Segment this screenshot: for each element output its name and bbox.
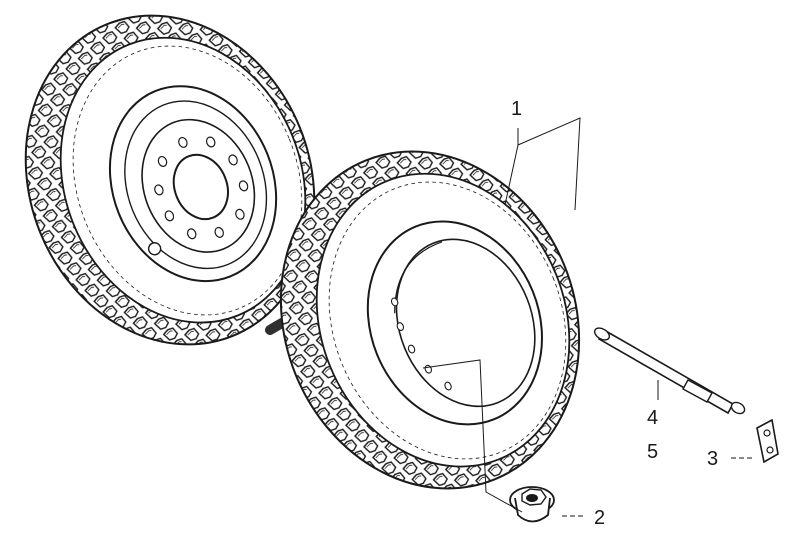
- wheel-assembly-front: [24, 14, 316, 346]
- leader-lines: [422, 117, 754, 517]
- callout-labels: 1 2 3 4 5: [511, 98, 718, 529]
- stud-holes: [154, 136, 249, 240]
- callout-1: 1: [511, 98, 522, 120]
- wheel-assembly-rear: [279, 150, 581, 490]
- hub-bore: [172, 153, 229, 221]
- callout-5: 5: [647, 441, 658, 463]
- valve-stem: [147, 242, 162, 256]
- callout-4: 4: [647, 407, 658, 429]
- clamp-plate: [756, 418, 779, 464]
- wheel-stud: [593, 327, 746, 415]
- rim-inner-rear: [395, 238, 536, 408]
- callout-3: 3: [707, 448, 718, 470]
- callout-2: 2: [594, 507, 605, 529]
- rim-outer-rear: [366, 220, 543, 426]
- wheel-nut: [509, 486, 555, 523]
- wheel-disc: [141, 118, 256, 253]
